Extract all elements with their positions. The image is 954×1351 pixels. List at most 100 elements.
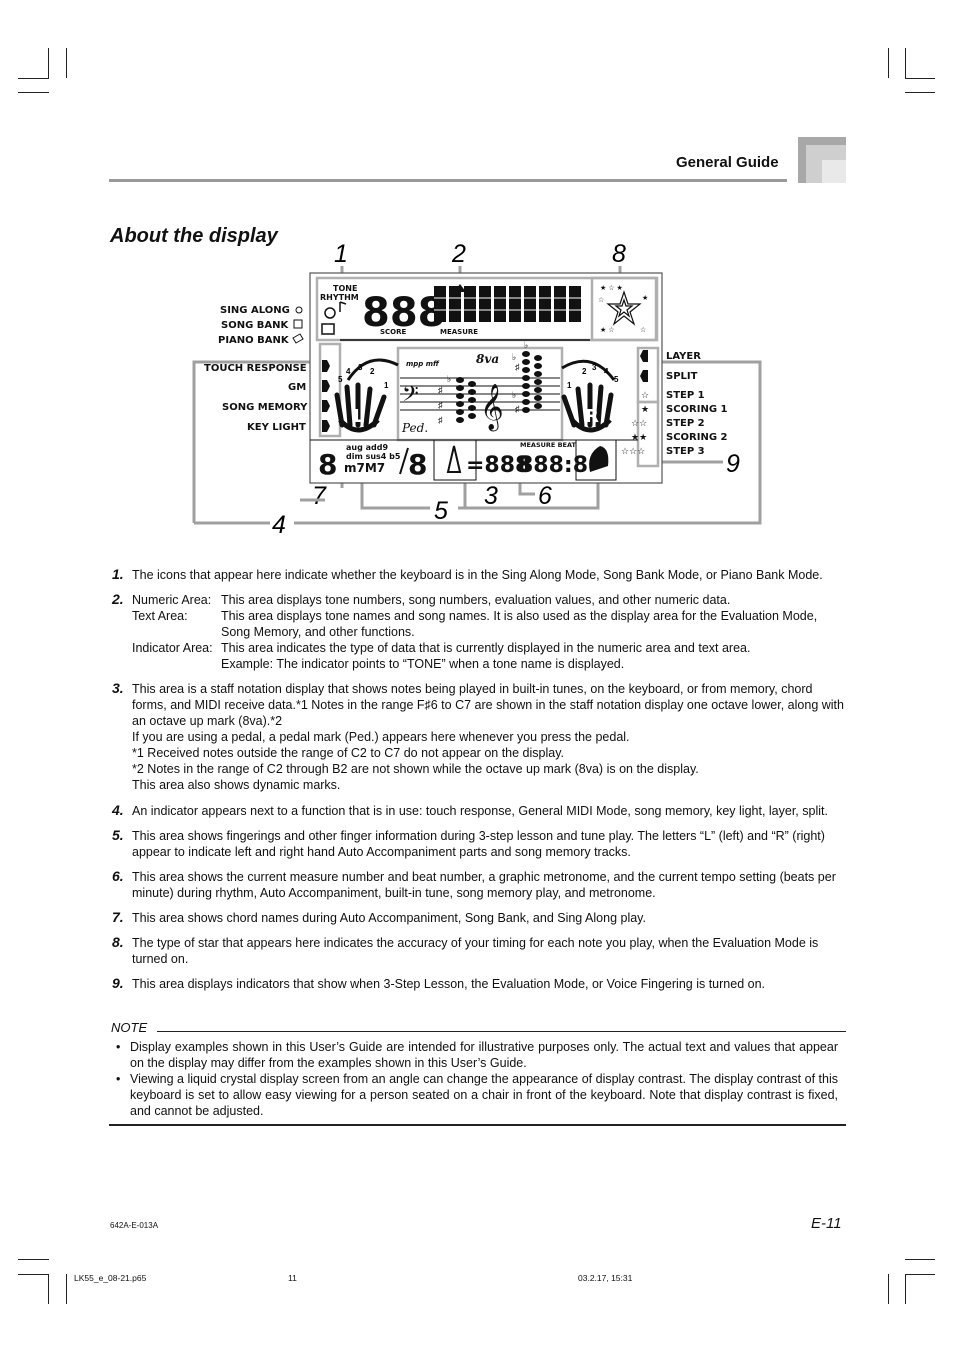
footer-page: 11: [288, 1273, 297, 1283]
voice-fingering-icon: [589, 446, 609, 472]
chord-digit: 8: [318, 448, 337, 481]
crop-mark: [66, 48, 67, 78]
label-song-memory: SONG MEMORY: [222, 402, 308, 413]
label-split: SPLIT: [666, 371, 698, 382]
crop-mark: [18, 78, 49, 79]
crop-mark: [18, 1259, 49, 1260]
left-hand-fingering-area: L 5 4 3 2 1: [334, 358, 399, 433]
star-evaluation-area: [606, 290, 642, 326]
metronome-icon: [446, 445, 462, 473]
finger-number: 5: [338, 375, 343, 384]
callout-5: 5: [434, 497, 448, 525]
label-touch-response: TOUCH RESPONSE: [204, 363, 307, 374]
callout-4: 4: [272, 511, 286, 539]
display-diagram: 1 2 8 7 3 6 5 4 9 SING ALONG SONG BANK P…: [192, 240, 762, 539]
crop-mark: [905, 1274, 935, 1275]
star-icon: ★: [642, 294, 648, 302]
note-bullet: •Display examples shown in this User’s G…: [116, 1040, 838, 1070]
finger-number: 1: [567, 381, 572, 390]
section-title: About the display: [110, 225, 278, 247]
description-item-5: 5. This area shows fingerings and other …: [112, 827, 825, 859]
sharp-sign: ♯: [515, 404, 520, 414]
lcd-text-area: [434, 286, 581, 322]
label-step-3: STEP 3: [666, 446, 705, 457]
label-gm: GM: [288, 382, 306, 393]
tempo-display: =888: [466, 453, 530, 478]
def-row-numeric: Numeric Area:This area displays tone num…: [132, 593, 731, 607]
label-step-2: STEP 2: [666, 418, 705, 429]
star-icon: ☆: [640, 326, 646, 334]
header-rule: [109, 179, 787, 182]
crop-mark: [66, 1274, 67, 1304]
star-icon: ★: [641, 404, 649, 414]
callout-6: 6: [538, 482, 552, 510]
crop-mark: [905, 48, 906, 78]
star-icon: ★★: [631, 432, 647, 442]
hand-right-letter: R: [585, 406, 599, 427]
description-item-9: 9. This area displays indicators that sh…: [112, 975, 765, 991]
crop-mark: [18, 92, 49, 93]
crop-mark: [48, 1274, 49, 1304]
label-piano-bank: PIANO BANK: [218, 335, 290, 346]
finger-number: 2: [370, 367, 375, 376]
lcd-tone-label: TONE: [333, 284, 357, 293]
lcd-measure-label: MEASURE: [440, 328, 478, 336]
flat-sign: ♭: [512, 352, 516, 362]
crop-mark: [905, 78, 935, 79]
callout-2: 2: [451, 240, 466, 268]
callout-7: 7: [312, 482, 327, 510]
flat-sign: ♭: [447, 374, 451, 384]
star-icon: ☆☆☆: [621, 446, 645, 456]
def-example: Example: The indicator points to “TONE” …: [221, 657, 625, 671]
header-tab-block: [822, 160, 846, 183]
bass-clef-icon: 𝄢: [402, 381, 419, 411]
note-icon: [339, 301, 347, 312]
crop-mark: [48, 48, 49, 78]
chord-line-2: dim sus4 b5: [346, 452, 401, 461]
song-bank-icon: [293, 319, 303, 329]
star-icon: ☆: [641, 390, 649, 400]
finger-number: 5: [614, 375, 619, 384]
measure-beat-label: MEASURE BEAT: [520, 441, 577, 449]
description-item-1: 1. The icons that appear here indicate w…: [112, 566, 823, 582]
indicator-mark: [322, 360, 330, 372]
sharp-sign: ♯: [438, 385, 443, 395]
microphone-icon: [295, 306, 303, 314]
star-icon: ☆: [598, 296, 604, 304]
indicator-mark: [640, 370, 648, 382]
chord-line-1: aug add9: [346, 443, 388, 452]
note-bullet: •Viewing a liquid crystal display screen…: [116, 1072, 838, 1118]
lcd-rhythm-label: RHYTHM: [320, 293, 359, 302]
lcd-numeric-area: 888: [362, 290, 446, 336]
callout-1: 1: [334, 240, 348, 268]
label-song-bank: SONG BANK: [221, 320, 289, 331]
description-item-4: 4. An indicator appears next to a functi…: [112, 802, 828, 818]
label-step-1: STEP 1: [666, 390, 705, 401]
octave-mark: 8va: [476, 352, 499, 366]
footer-file-name: LK55_e_08-21.p65: [74, 1273, 147, 1283]
chord-digit-2: 8: [408, 448, 427, 481]
crop-mark: [888, 48, 889, 78]
finger-number: 3: [592, 363, 597, 372]
measure-beat-display: 888:8: [518, 453, 588, 478]
note-rule: [157, 1031, 846, 1032]
description-item-2: 2. Numeric Area:This area displays tone …: [112, 591, 848, 672]
crop-mark: [905, 1274, 906, 1304]
treble-clef-icon: 𝄞: [480, 384, 504, 432]
hand-left-letter: L: [353, 406, 364, 427]
indicator-mark: [640, 350, 648, 362]
crop-mark: [905, 92, 935, 93]
flat-sign: ♭: [524, 340, 528, 350]
sharp-sign: ♯: [438, 415, 443, 425]
chord-name-area: 8 aug add9 dim sus4 b5 m7M7 8: [318, 443, 427, 481]
label-sing-along: SING ALONG: [220, 305, 290, 316]
lcd-score-label: SCORE: [380, 328, 407, 336]
dynamics-marks: mpp mff: [406, 360, 440, 368]
sharp-sign: ♯: [515, 362, 520, 372]
description-item-3: 3. This area is a staff notation display…: [112, 680, 844, 792]
callout-8: 8: [612, 240, 626, 268]
description-item-7: 7. This area shows chord names during Au…: [112, 909, 646, 925]
finger-number: 2: [582, 367, 587, 376]
star-icon: ☆☆: [631, 418, 647, 428]
pedal-mark: Ped.: [401, 421, 428, 435]
